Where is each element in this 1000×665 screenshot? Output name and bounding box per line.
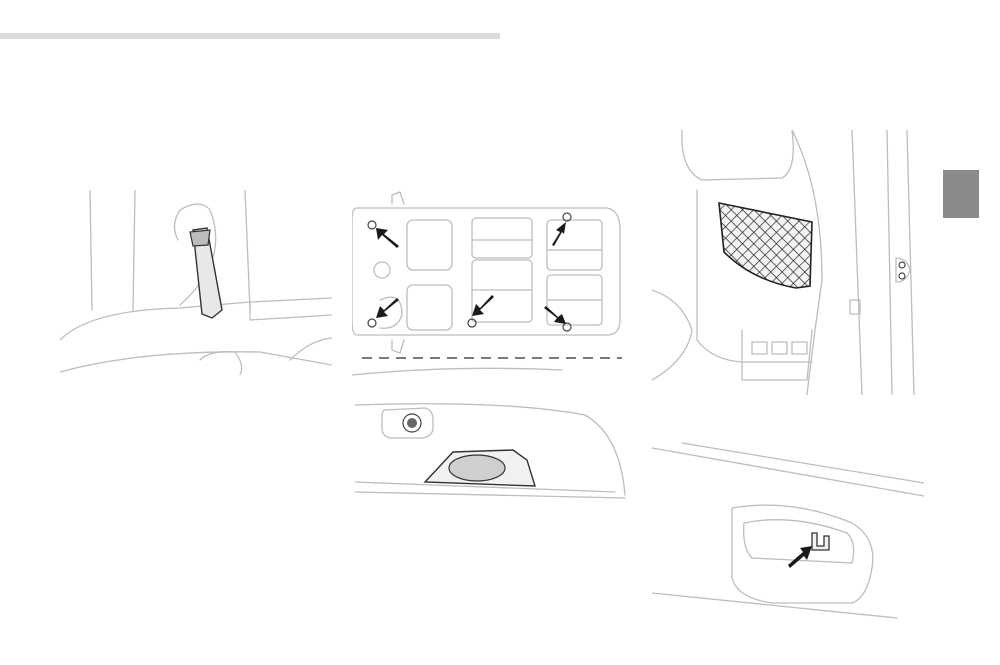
grab-strap-illustration xyxy=(60,190,332,375)
ceiling-lamp-icon xyxy=(423,449,536,487)
arrow-icon xyxy=(788,546,812,568)
storage-net-icon xyxy=(718,201,813,289)
cargo-anchor-rings-overview xyxy=(352,190,627,380)
seatback-storage-net xyxy=(652,130,922,395)
strap-loop-icon xyxy=(189,227,223,319)
header-rule xyxy=(0,33,500,39)
arrow-icon xyxy=(376,222,566,324)
chapter-tab[interactable] xyxy=(943,170,979,218)
door-handle-hook xyxy=(652,438,924,628)
hook-icon xyxy=(811,532,830,551)
luggage-compartment-lamp xyxy=(355,400,630,500)
